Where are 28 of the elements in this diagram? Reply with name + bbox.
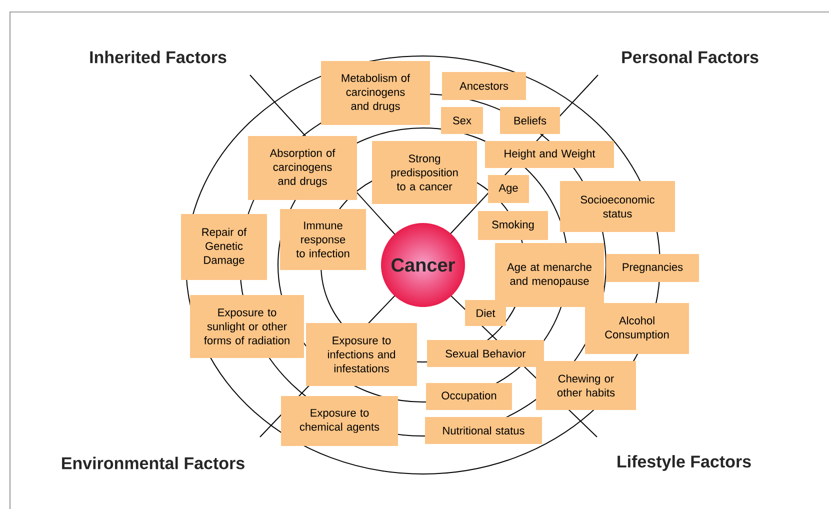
factor-box: Exposure to infections and infestations (306, 323, 417, 386)
factor-box: Socioeconomic status (560, 181, 675, 232)
factor-box: Alcohol Consumption (585, 303, 689, 354)
factor-box: Immune response to infection (280, 209, 366, 270)
factor-box: Absorption of carcinogens and drugs (248, 136, 357, 200)
factor-box: Sexual Behavior (427, 340, 544, 367)
factor-box: Occupation (426, 383, 512, 410)
factor-box: Smoking (478, 211, 548, 240)
factor-box: Repair of Genetic Damage (181, 214, 267, 280)
category-heading: Inherited Factors (90, 50, 226, 64)
factor-box: Pregnancies (606, 254, 699, 282)
factor-box: Exposure to sunlight or other forms of radiation (190, 295, 304, 358)
factor-box: Ancestors (442, 72, 526, 100)
factor-box: Height and Weight (485, 141, 614, 168)
factor-box: Exposure to chemical agents (281, 396, 398, 446)
category-heading: Lifestyle Factors (618, 455, 751, 471)
factor-box: Chewing or other habits (536, 361, 636, 410)
factor-box: Diet (465, 300, 506, 326)
factor-box: Metabolism of carcinogens and drugs (321, 61, 430, 125)
factor-box: Beliefs (500, 107, 560, 134)
factor-box: Nutritional status (425, 417, 542, 444)
cancer-ball: Cancer (392, 258, 455, 272)
factor-box: Sex (441, 107, 483, 134)
category-heading: Personal Factors (622, 50, 758, 64)
factor-box: Strong predisposition to a cancer (372, 141, 477, 204)
factor-box: Age (488, 175, 529, 203)
category-heading: Environmental Factors (62, 456, 244, 470)
factor-box: Age at menarche and menopause (495, 243, 604, 307)
